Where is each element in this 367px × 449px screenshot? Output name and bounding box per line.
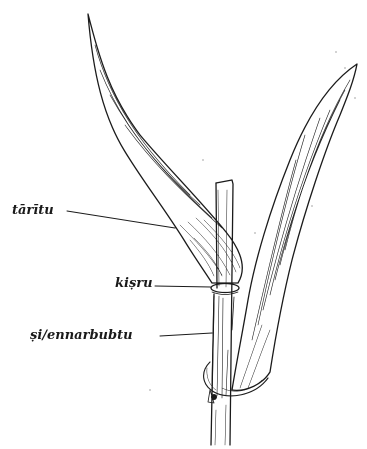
label-si-ennarbubtu: ṣi/ennarbubtu [30,329,133,342]
stippling [149,51,355,390]
leader-taritu [67,211,175,228]
label-taritu: tārītu [12,204,54,217]
node [211,284,239,295]
right-leaf-blade [232,64,357,390]
label-kisru: kiṣru [115,277,153,290]
left-leaf-blade [88,14,242,283]
leader-lines [67,211,212,336]
stem [211,180,233,445]
leader-kisru [155,286,211,287]
leader-si-ennarbubtu [160,333,212,336]
